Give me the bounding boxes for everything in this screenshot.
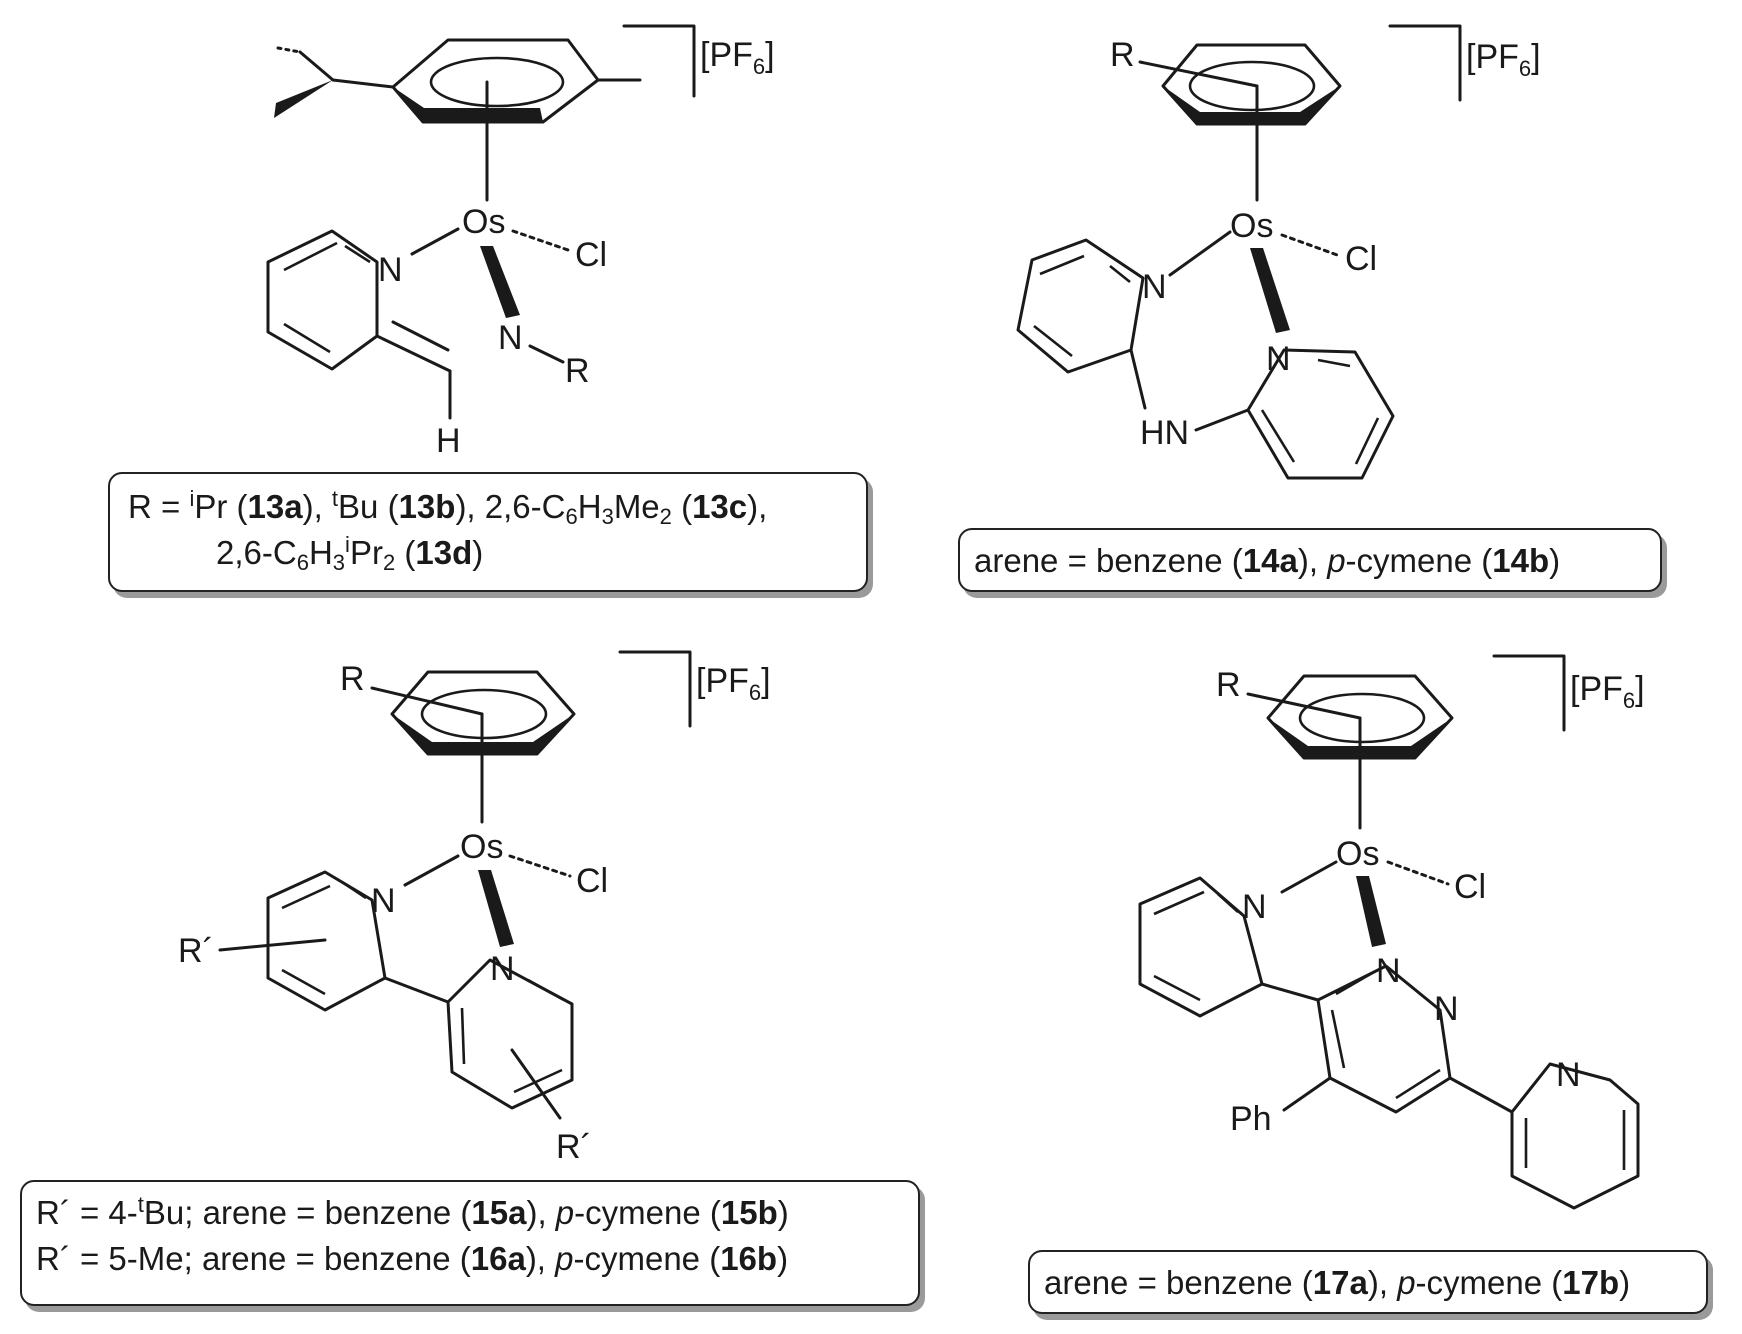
r-group-14: R [1110,36,1135,74]
h-atom-13: H [436,422,461,460]
label-16-line: R´ = 5-Me; arene = benzene (16a), p-cyme… [36,1236,904,1282]
r-prime-right-15: R´ [556,1128,592,1166]
pyridine-left-14 [1018,240,1143,372]
n-atom-right-15: N [490,950,515,988]
arene-ring-17 [1248,676,1452,828]
cl-atom-17: Cl [1454,868,1486,906]
n-atom-distal-17: N [1556,1056,1581,1094]
arene-ring-15 [372,672,574,822]
r-prime-left-15: R´ [178,932,214,970]
os-atom-17: Os [1336,835,1379,873]
n-atom-imine-13: N [498,319,523,357]
label-13-line-1: R = iPr (13a), tBu (13b), 2,6-C6H3Me2 (1… [128,484,848,530]
r-group-17: R [1216,666,1241,704]
os-atom-15: Os [460,828,503,866]
counterion-13: [PF6] [700,36,775,79]
n-atom-right-14: N [1266,340,1291,378]
pyridine-ring-13 [268,231,377,369]
cl-atom-13: Cl [575,236,607,274]
arene-ring-13 [274,40,640,200]
label-15-line: R´ = 4-tBu; arene = benzene (15a), p-cym… [36,1190,904,1236]
os-atom-13: Os [462,203,505,241]
counterion-15: [PF6] [696,662,771,705]
label-13-line-2: 2,6-C6H3iPr2 (13d) [128,530,848,576]
label-box-15-16: R´ = 4-tBu; arene = benzene (15a), p-cym… [20,1180,920,1306]
label-17-line: arene = benzene (17a), p-cymene (17b) [1044,1260,1692,1306]
cl-atom-14: Cl [1345,240,1377,278]
ph-group-17: Ph [1230,1100,1272,1138]
os-atom-14: Os [1230,207,1273,245]
n-atom-left-15: N [371,882,396,920]
compound-13-structure: [PF6] Os Cl N H N R [268,26,775,460]
label-box-14: arene = benzene (14a), p-cymene (14b) [958,528,1662,592]
n-atom-left-14: N [1142,268,1167,306]
compound-17-structure: R [PF6] Os Cl N N N Ph [1140,656,1645,1208]
r-group-15: R [340,660,365,698]
counterion-14: [PF6] [1466,38,1541,81]
label-14-line: arene = benzene (14a), p-cymene (14b) [974,538,1646,584]
hn-atom-14: HN [1140,414,1189,452]
label-box-13: R = iPr (13a), tBu (13b), 2,6-C6H3Me2 (1… [108,472,868,592]
compound-15-16-structure: R [PF6] Os Cl N R´ N R´ [178,652,771,1166]
n-atom-pyridine-17: N [1242,888,1267,926]
r-group-13: R [565,352,590,390]
n-atom-pyridine-13: N [378,251,403,289]
cl-atom-15: Cl [576,862,608,900]
arene-ring-14 [1140,45,1340,200]
n-atom-pyridazine-2-17: N [1434,990,1459,1028]
n-atom-pyridazine-1-17: N [1376,952,1401,990]
counterion-17: [PF6] [1570,670,1645,713]
compound-14-structure: R [PF6] Os Cl N HN N [1018,26,1541,478]
pyridine-left-15 [268,872,385,1010]
label-box-17: arene = benzene (17a), p-cymene (17b) [1028,1250,1708,1314]
